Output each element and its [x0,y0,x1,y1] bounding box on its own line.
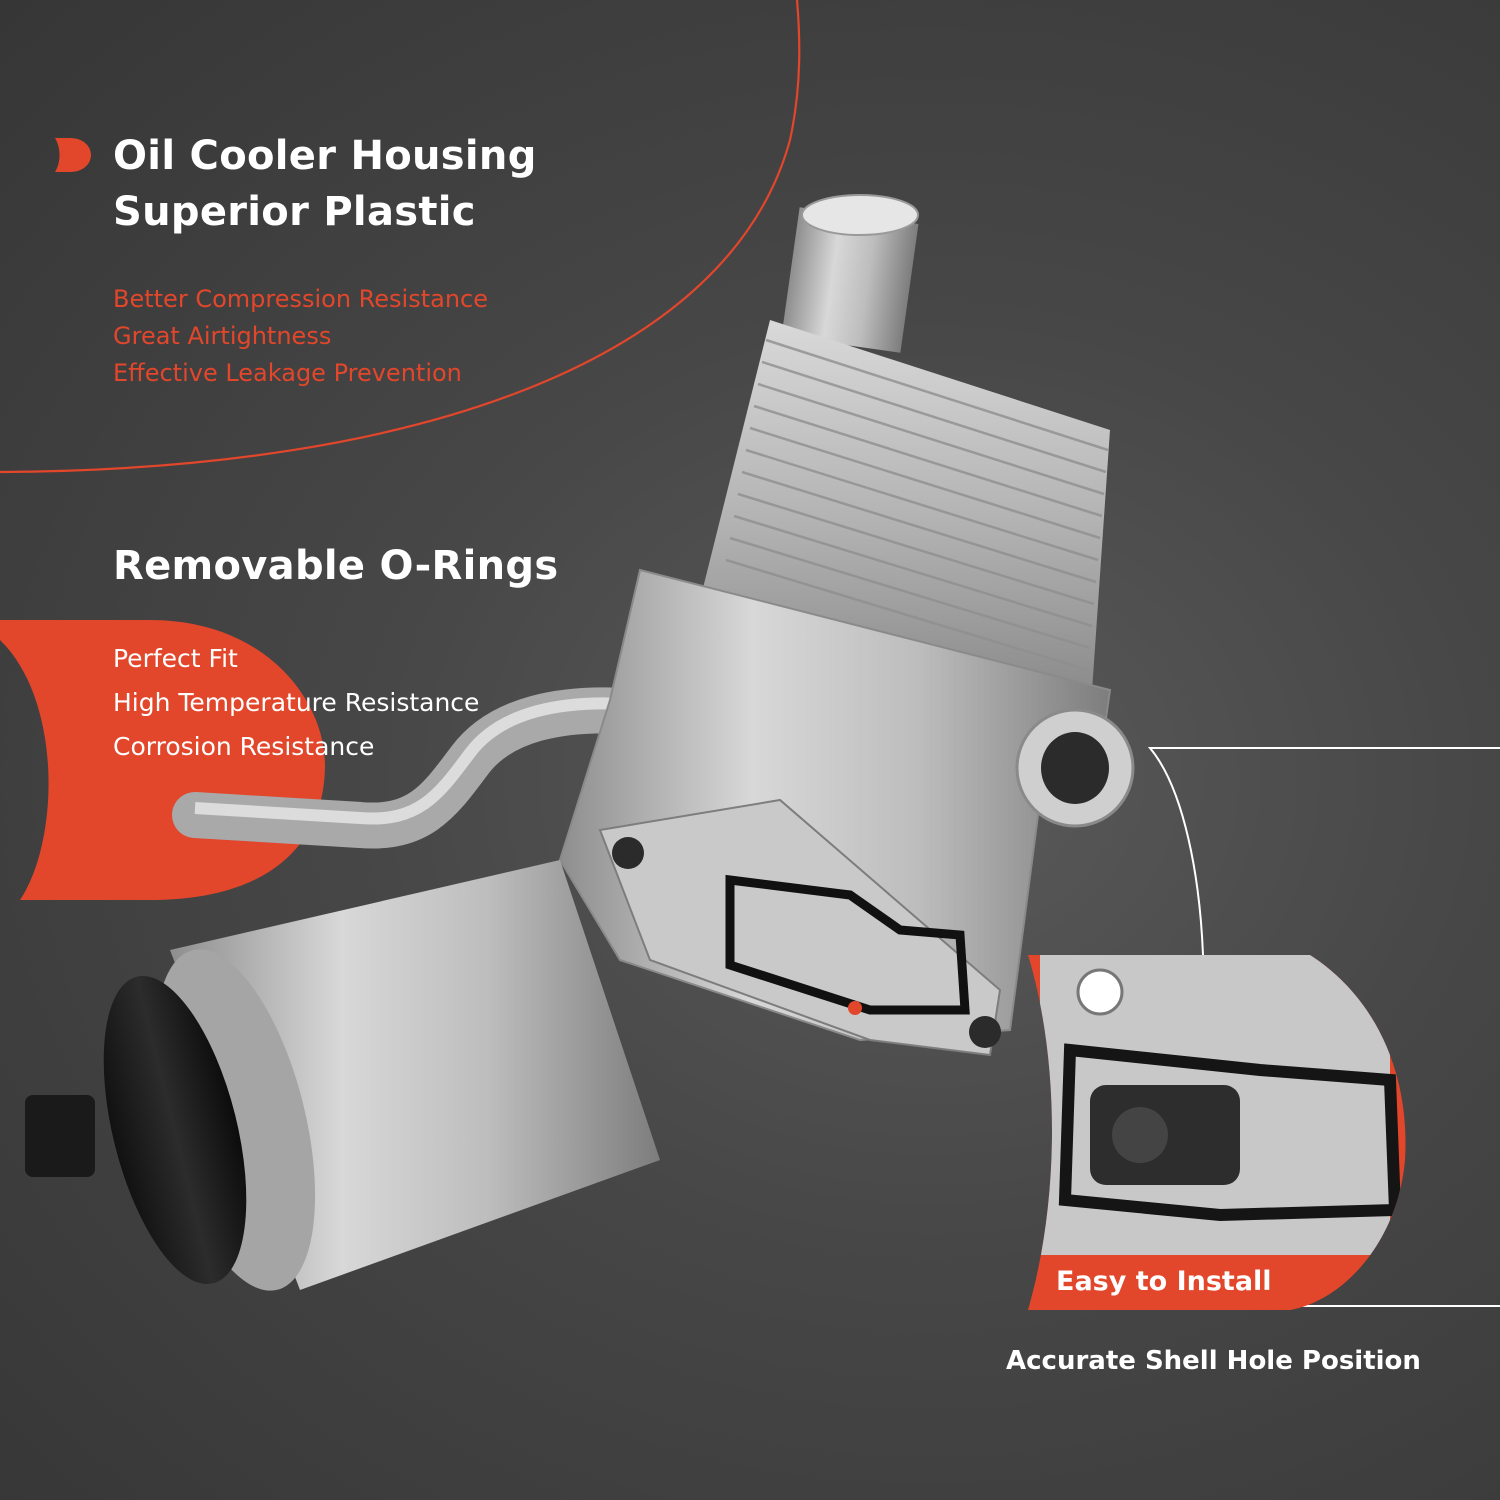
filter-canister [25,860,660,1291]
inset-badge: Easy to Install [1056,1266,1272,1297]
decorative-arc-top [0,0,801,474]
housing-title-line2: Superior Plastic [113,189,476,235]
gasket [725,874,970,1015]
list-item: High Temperature Resistance [113,688,480,717]
list-item: Great Airtightness [113,322,332,350]
inset-hole [1076,968,1124,1016]
half-circle-bullet-icon [55,138,91,176]
orings-title: Removable O-Rings [113,543,559,589]
list-item: Better Compression Resistance [113,285,488,313]
inset-caption: Accurate Shell Hole Position [1006,1346,1421,1376]
list-item: Corrosion Resistance [113,732,375,761]
filter-cap [103,975,247,1285]
list-item: Effective Leakage Prevention [113,359,462,387]
mounting-flange [598,798,1002,1057]
orings-feature-list: Perfect Fit High Temperature Resistance … [113,637,479,769]
housing-feature-list: Better Compression Resistance Great Airt… [113,281,488,392]
decorative-arc-right [1147,747,1500,956]
outlet-port [1015,708,1135,828]
top-pipe [781,194,919,353]
cap-hex-nut [25,1095,95,1177]
list-item: Perfect Fit [113,644,238,673]
housing-title-line1: Oil Cooler Housing [113,133,537,179]
